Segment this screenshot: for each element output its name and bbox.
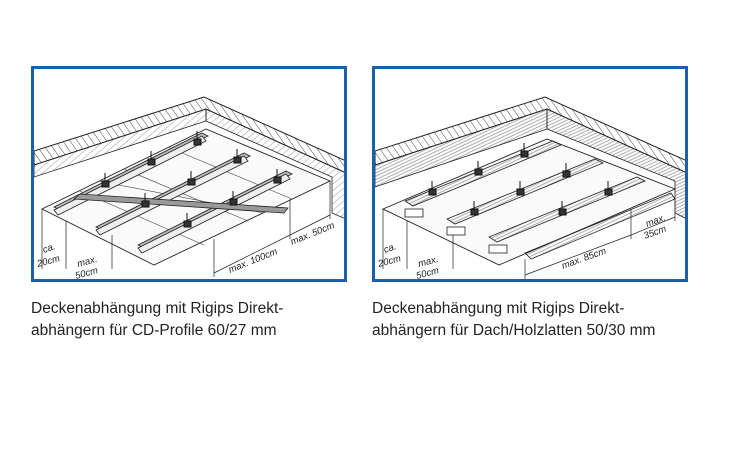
dim-edge-value: 20cm [376, 253, 402, 270]
caption-line-1: Deckenabhängung mit Rigips Direkt- [31, 300, 284, 317]
diagram-panel-cd-profile: ca. 20cm max. 50cm max. 100cm max. 50cm [31, 66, 347, 282]
caption-cd-profile: Deckenabhängung mit Rigips Direkt- abhän… [31, 298, 283, 342]
ceiling-slab [375, 96, 685, 173]
caption-line-2: abhängern für CD-Profile 60/27 mm [31, 322, 277, 339]
dim-ca-label: ca. [382, 241, 398, 256]
dim-max1-label: max. [417, 254, 440, 270]
ceiling-slab [34, 96, 344, 173]
dim-spacing-long: max. 100cm [227, 246, 279, 276]
dim-spacing-long: max. 85cm [560, 246, 607, 272]
caption-line-1: Deckenabhängung mit Rigips Direkt- [372, 300, 625, 317]
cd-profiles [53, 132, 293, 254]
diagram-panel-holzlatten: ca. 20cm max. 50cm max. 85cm max. 35cm [372, 66, 688, 282]
dim-edge-value: 20cm [35, 253, 61, 270]
dim-max1-label: max. [76, 254, 99, 270]
dim-max1-value: 50cm [74, 265, 99, 279]
direct-hangers [428, 143, 613, 216]
dim-ca-label: ca. [41, 241, 57, 256]
caption-holzlatten: Deckenabhängung mit Rigips Direkt- abhän… [372, 298, 655, 342]
dim-max1-value: 50cm [415, 265, 440, 279]
direct-hangers [101, 131, 282, 228]
dim-spacing-short: max. 50cm [289, 220, 336, 248]
right-wall [205, 108, 344, 219]
cd-profile-ceiling-illustration: ca. 20cm max. 50cm max. 100cm max. 50cm [34, 96, 344, 279]
caption-line-2: abhängern für Dach/Holzlatten 50/30 mm [372, 322, 656, 339]
holzlatten-ceiling-illustration: ca. 20cm max. 50cm max. 85cm max. 35cm [375, 96, 685, 279]
